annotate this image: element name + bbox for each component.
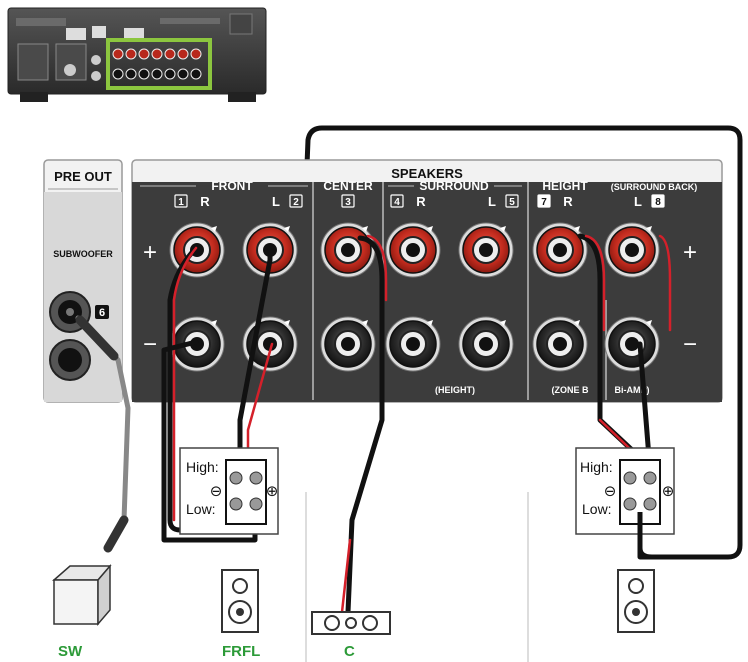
height-box-low-label: Low: — [582, 501, 612, 517]
thumb-post-plus — [151, 48, 163, 60]
terminal-5-plus[interactable] — [458, 222, 514, 278]
c-label: C — [344, 643, 355, 660]
thumb-post-plus — [177, 48, 189, 60]
terminal-3-plus[interactable] — [320, 222, 376, 278]
height-speaker-icon — [617, 569, 655, 633]
terminal-7-number-box — [537, 194, 551, 208]
front-box-plus: ⊕ — [266, 483, 279, 500]
front-speaker-terminal-box: High: Low: ⊖ ⊕ — [179, 447, 279, 535]
subwoofer-number: 6 — [99, 307, 105, 319]
thumb-post-plus — [125, 48, 137, 60]
minus-sign-right: − — [683, 331, 697, 358]
front-box-low-label: Low: — [186, 501, 216, 517]
plus-sign-left: + — [143, 239, 157, 266]
group-title-front: FRONT — [211, 179, 253, 193]
receiver-thumbnail — [7, 7, 267, 102]
thumb-post-minus — [125, 68, 137, 80]
center-speaker-icon — [311, 611, 391, 635]
minus-sign-left: − — [143, 331, 157, 358]
front-l-black-wire — [237, 247, 273, 473]
front-speaker-icon — [221, 569, 259, 633]
terminal-3-minus[interactable] — [320, 316, 376, 372]
terminal-2-number-box — [289, 194, 303, 208]
wires — [75, 233, 672, 615]
thumb-post-plus — [112, 48, 124, 60]
terminal-8-minus[interactable] — [604, 316, 660, 372]
thumb-post-minus — [177, 68, 189, 80]
terminal-4-number: 4 — [394, 197, 400, 208]
subwoofer-label: SUBWOOFER — [53, 249, 113, 259]
center-red-wire — [345, 235, 385, 615]
label-zone-b: (ZONE B — [552, 385, 589, 395]
group-title-height: HEIGHT — [542, 179, 588, 193]
subwoofer-icon — [52, 563, 112, 627]
terminal-4-minus[interactable] — [385, 316, 441, 372]
thumb-post-minus — [112, 68, 124, 80]
speakers-title: SPEAKERS — [391, 166, 463, 181]
thumb-post-minus — [138, 68, 150, 80]
height-speaker-terminal-box: High: Low: ⊖ ⊕ — [575, 447, 675, 535]
front-r-red-wire — [167, 245, 243, 533]
height-box-minus: ⊖ — [604, 483, 617, 500]
height-wire-loop — [266, 125, 743, 560]
terminal-8-number-box — [651, 194, 665, 208]
height-box-plus: ⊕ — [662, 483, 675, 500]
terminal-4-plus[interactable] — [385, 222, 441, 278]
pre-out-panel: PRE OUT SUBWOOFER 6 — [43, 159, 123, 403]
front-box-high-label: High: — [186, 459, 219, 475]
terminal-7-minus[interactable] — [532, 316, 588, 372]
thumb-post-minus — [164, 68, 176, 80]
terminal-2-number: 2 — [293, 197, 299, 208]
thumb-post-plus — [164, 48, 176, 60]
terminal-5-number: 5 — [509, 197, 515, 208]
height-red-wire — [577, 233, 635, 473]
group-title-surround: SURROUND — [419, 179, 489, 193]
terminal-4-number-box — [390, 194, 404, 208]
terminal-8-side: L — [634, 194, 642, 209]
terminal-7-side: R — [563, 194, 573, 209]
terminal-3-number-box — [341, 194, 355, 208]
terminal-7-number: 7 — [541, 197, 547, 208]
terminal-1-number-box — [174, 194, 188, 208]
pre-out-title: PRE OUT — [54, 169, 112, 184]
terminal-8-plus[interactable] — [604, 222, 660, 278]
terminal-5-number-box — [505, 194, 519, 208]
speaker-area-highlight — [106, 38, 212, 90]
group-title-center: CENTER — [323, 179, 373, 193]
label-height: (HEIGHT) — [435, 385, 475, 395]
terminal-7-plus[interactable] — [532, 222, 588, 278]
terminal-2-side: L — [272, 194, 280, 209]
speakers-panel: SPEAKERS FRONT CENTER SURROUND HEIGHT (S… — [131, 159, 723, 403]
plus-sign-right: + — [683, 239, 697, 266]
terminal-1-side: R — [200, 194, 210, 209]
sw-label: SW — [58, 643, 83, 660]
front-box-minus: ⊖ — [210, 483, 223, 500]
thumb-post-plus — [190, 48, 202, 60]
thumb-post-minus — [190, 68, 202, 80]
subwoofer-jack-2[interactable] — [49, 339, 91, 381]
terminal-8-number: 8 — [655, 197, 661, 208]
terminal-4-side: R — [416, 194, 426, 209]
height-box-high-label: High: — [580, 459, 613, 475]
frfl-label: FRFL — [222, 643, 260, 660]
thumb-post-minus — [151, 68, 163, 80]
terminal-1-number: 1 — [178, 197, 184, 208]
group-title-height-suffix: (SURROUND BACK) — [611, 182, 698, 192]
terminal-5-side: L — [488, 194, 496, 209]
terminal-5-minus[interactable] — [458, 316, 514, 372]
thumb-post-plus — [138, 48, 150, 60]
terminal-3-number: 3 — [345, 197, 351, 208]
label-bi-amp: Bi-AMP) — [615, 385, 650, 395]
